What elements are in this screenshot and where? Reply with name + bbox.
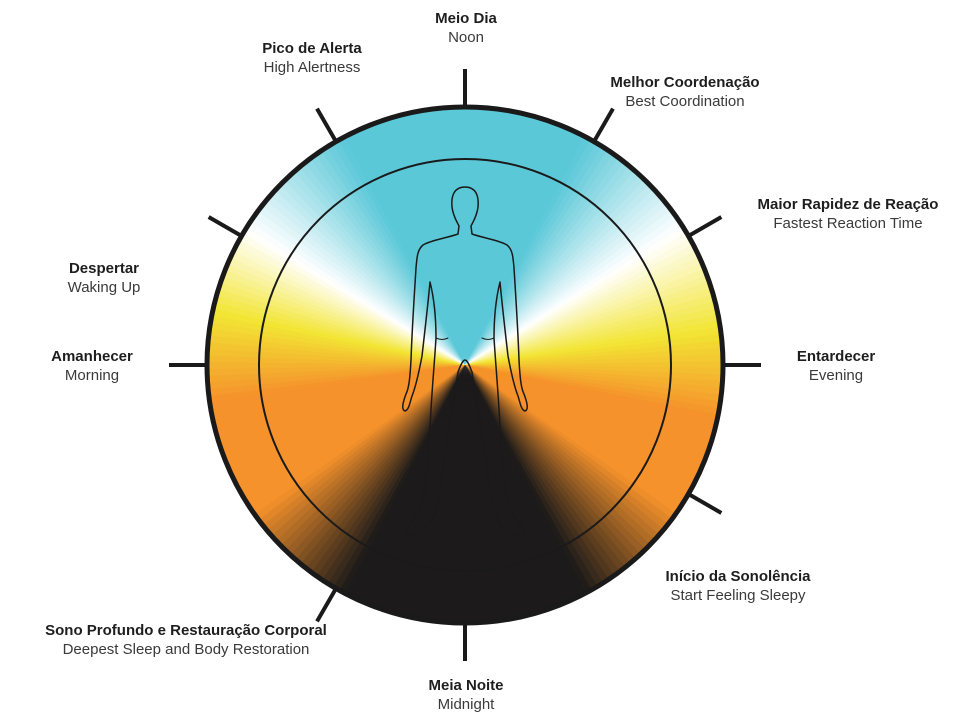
label-best-coordination-en: Best Coordination [585,93,785,112]
label-deep-sleep-pt: Sono Profundo e Restauração Corporal [8,622,364,641]
tick-high-alertness [317,109,337,144]
label-best-coordination-pt: Melhor Coordenação [585,74,785,93]
label-morning: Amanhecer Morning [32,348,152,386]
label-evening-pt: Entardecer [776,348,896,367]
color-ring [201,101,729,629]
tick-sleepy [687,493,722,513]
label-midnight: Meia Noite Midnight [406,677,526,715]
label-morning-en: Morning [32,367,152,386]
label-waking-up-en: Waking Up [44,279,164,298]
tick-deep-sleep [317,587,337,622]
label-fastest-reaction: Maior Rapidez de Reação Fastest Reaction… [730,196,966,234]
label-noon-en: Noon [416,29,516,48]
label-high-alertness-en: High Alertness [232,59,392,78]
label-midnight-pt: Meia Noite [406,677,526,696]
label-noon: Meio Dia Noon [416,10,516,48]
label-sleepy: Início da Sonolência Start Feeling Sleep… [638,568,838,606]
label-fastest-reaction-pt: Maior Rapidez de Reação [730,196,966,215]
label-evening: Entardecer Evening [776,348,896,386]
label-sleepy-en: Start Feeling Sleepy [638,587,838,606]
label-deep-sleep-en: Deepest Sleep and Body Restoration [8,641,364,660]
label-waking-up-pt: Despertar [44,260,164,279]
tick-fastest-reaction [687,217,722,237]
label-high-alertness-pt: Pico de Alerta [232,40,392,59]
label-high-alertness: Pico de Alerta High Alertness [232,40,392,78]
tick-best-coordination [593,109,613,144]
label-best-coordination: Melhor Coordenação Best Coordination [585,74,785,112]
label-morning-pt: Amanhecer [32,348,152,367]
label-sleepy-pt: Início da Sonolência [638,568,838,587]
label-waking-up: Despertar Waking Up [44,260,164,298]
label-fastest-reaction-en: Fastest Reaction Time [730,215,966,234]
label-midnight-en: Midnight [406,696,526,715]
tick-waking-up [209,217,244,237]
label-deep-sleep: Sono Profundo e Restauração Corporal Dee… [8,622,364,660]
label-evening-en: Evening [776,367,896,386]
label-noon-pt: Meio Dia [416,10,516,29]
